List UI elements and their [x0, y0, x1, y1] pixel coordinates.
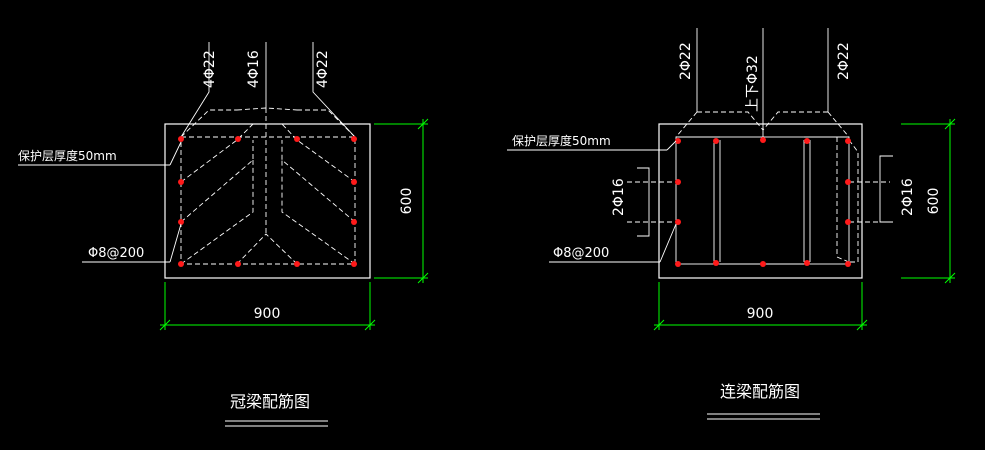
rebar-dot: [178, 179, 184, 185]
coupling-stirrup-label: Φ8@200: [553, 246, 609, 261]
rebar-dot: [760, 137, 766, 143]
crown-width-text: 900: [254, 306, 281, 322]
rebar-dot: [675, 261, 681, 267]
crown-beam-stirrup: [180, 136, 356, 265]
crown-beam-rebars: [178, 136, 357, 267]
rebar-dot: [178, 261, 184, 267]
rebar-dot: [178, 219, 184, 225]
crown-beam-outline: [164, 123, 371, 279]
rebar-dot: [351, 261, 357, 267]
crown-beam-leaders: [180, 42, 356, 138]
coupling-bar-label-2: 上下Φ32: [745, 55, 761, 112]
coupling-beam-outline: [658, 123, 863, 279]
rebar-dot: [351, 136, 357, 142]
rebar-dot: [845, 138, 851, 144]
rebar-dot: [178, 136, 184, 142]
coupling-width-dimension: [653, 282, 868, 331]
rebar-dot: [760, 261, 766, 267]
crown-stirrup-label: Φ8@200: [88, 246, 144, 261]
coupling-beam-section: 2Φ22 上下Φ32 2Φ22 2Φ16 2Φ16 保护层厚度50mm Φ8@2…: [507, 28, 956, 420]
crown-bar-label-3: 4Φ22: [315, 50, 331, 88]
crown-beam-title: 冠梁配筋图: [230, 392, 310, 411]
crown-height-text: 600: [399, 188, 415, 215]
crown-beam-section: 4Φ22 4Φ16 4Φ22 保护层厚度50mm Φ8@200 900 600: [18, 42, 429, 427]
rebar-dot: [351, 219, 357, 225]
crown-cover-label: 保护层厚度50mm: [18, 148, 117, 163]
coupling-beam-title: 连梁配筋图: [720, 382, 800, 401]
crown-width-dimension: [159, 282, 376, 331]
coupling-beam-bar-bundles: [627, 111, 890, 263]
rebar-dot: [804, 260, 810, 266]
crown-bar-label-2: 4Φ16: [246, 50, 262, 88]
coupling-side-bar-right: 2Φ16: [900, 178, 916, 216]
coupling-cover-label: 保护层厚度50mm: [512, 133, 611, 148]
crown-bar-label-1: 4Φ22: [202, 50, 218, 88]
coupling-bar-label-1: 2Φ22: [678, 42, 694, 80]
coupling-beam-ties: [676, 136, 849, 265]
crown-height-dimension: [374, 118, 429, 284]
coupling-beam-stirrup: [675, 136, 850, 265]
rebar-dot: [713, 138, 719, 144]
rebar-dot: [351, 179, 357, 185]
rebar-dot: [294, 261, 300, 267]
rebar-dot: [235, 261, 241, 267]
coupling-height-dimension: [901, 118, 956, 284]
coupling-beam-rebars: [675, 137, 851, 267]
rebar-dot: [675, 138, 681, 144]
rebar-dot: [845, 179, 851, 185]
coupling-height-text: 600: [926, 188, 942, 215]
rebar-dot: [845, 261, 851, 267]
rebar-dot: [845, 219, 851, 225]
rebar-dot: [804, 138, 810, 144]
rebar-dot: [675, 219, 681, 225]
coupling-side-bar-left: 2Φ16: [611, 178, 627, 216]
coupling-bar-label-3: 2Φ22: [836, 42, 852, 80]
rebar-dot: [294, 136, 300, 142]
coupling-width-text: 900: [747, 306, 774, 322]
coupling-beam-leaders: [696, 28, 829, 140]
rebar-dot: [675, 179, 681, 185]
crown-beam-bar-bundles: [180, 107, 356, 265]
rebar-dot: [235, 136, 241, 142]
rebar-dot: [713, 260, 719, 266]
